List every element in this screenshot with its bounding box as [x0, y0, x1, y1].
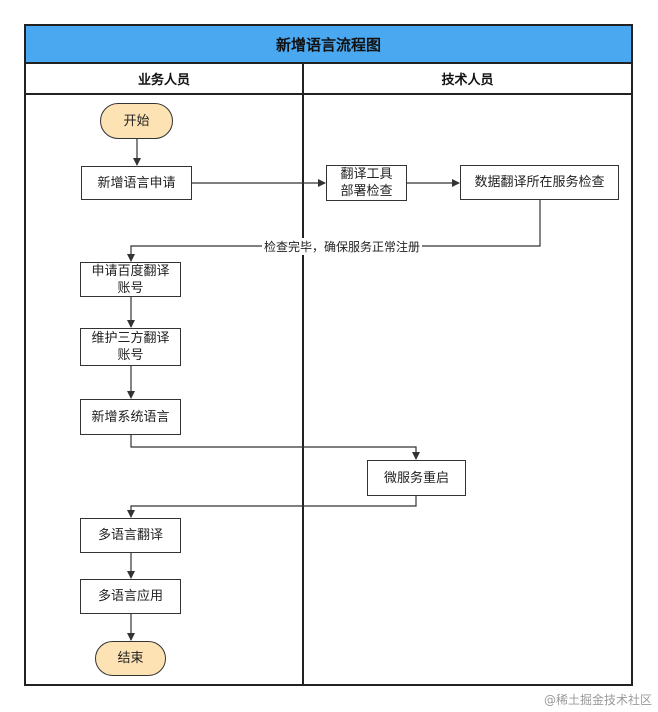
node-add-system-language: 新增系统语言 [80, 399, 181, 435]
node-maintain-third-party: 维护三方翻译 账号 [80, 328, 181, 366]
watermark: @稀土掘金技术社区 [543, 693, 652, 707]
lane-header-business: 业务人员 [26, 64, 302, 95]
lane-header-tech: 技术人员 [304, 64, 631, 95]
node-restart-service: 微服务重启 [367, 460, 466, 496]
node-start: 开始 [100, 103, 173, 139]
node-add-language-request: 新增语言申请 [81, 166, 192, 200]
node-multi-language-apply: 多语言应用 [80, 579, 181, 614]
node-multi-language-translate: 多语言翻译 [80, 518, 181, 553]
lane-divider [302, 64, 304, 686]
node-end: 结束 [95, 641, 166, 676]
edge-add-to-restart [130, 435, 420, 460]
diagram-title: 新增语言流程图 [26, 26, 631, 64]
node-deploy-tool-check: 翻译工具 部署检查 [326, 165, 407, 201]
node-apply-baidu-account: 申请百度翻译 账号 [80, 262, 181, 297]
edge-label-check-done: 检查完毕，确保服务正常注册 [262, 238, 423, 255]
edge-restart-to-translate [127, 496, 417, 518]
diagram-frame [24, 24, 633, 686]
node-data-service-check: 数据翻译所在服务检查 [460, 165, 619, 200]
